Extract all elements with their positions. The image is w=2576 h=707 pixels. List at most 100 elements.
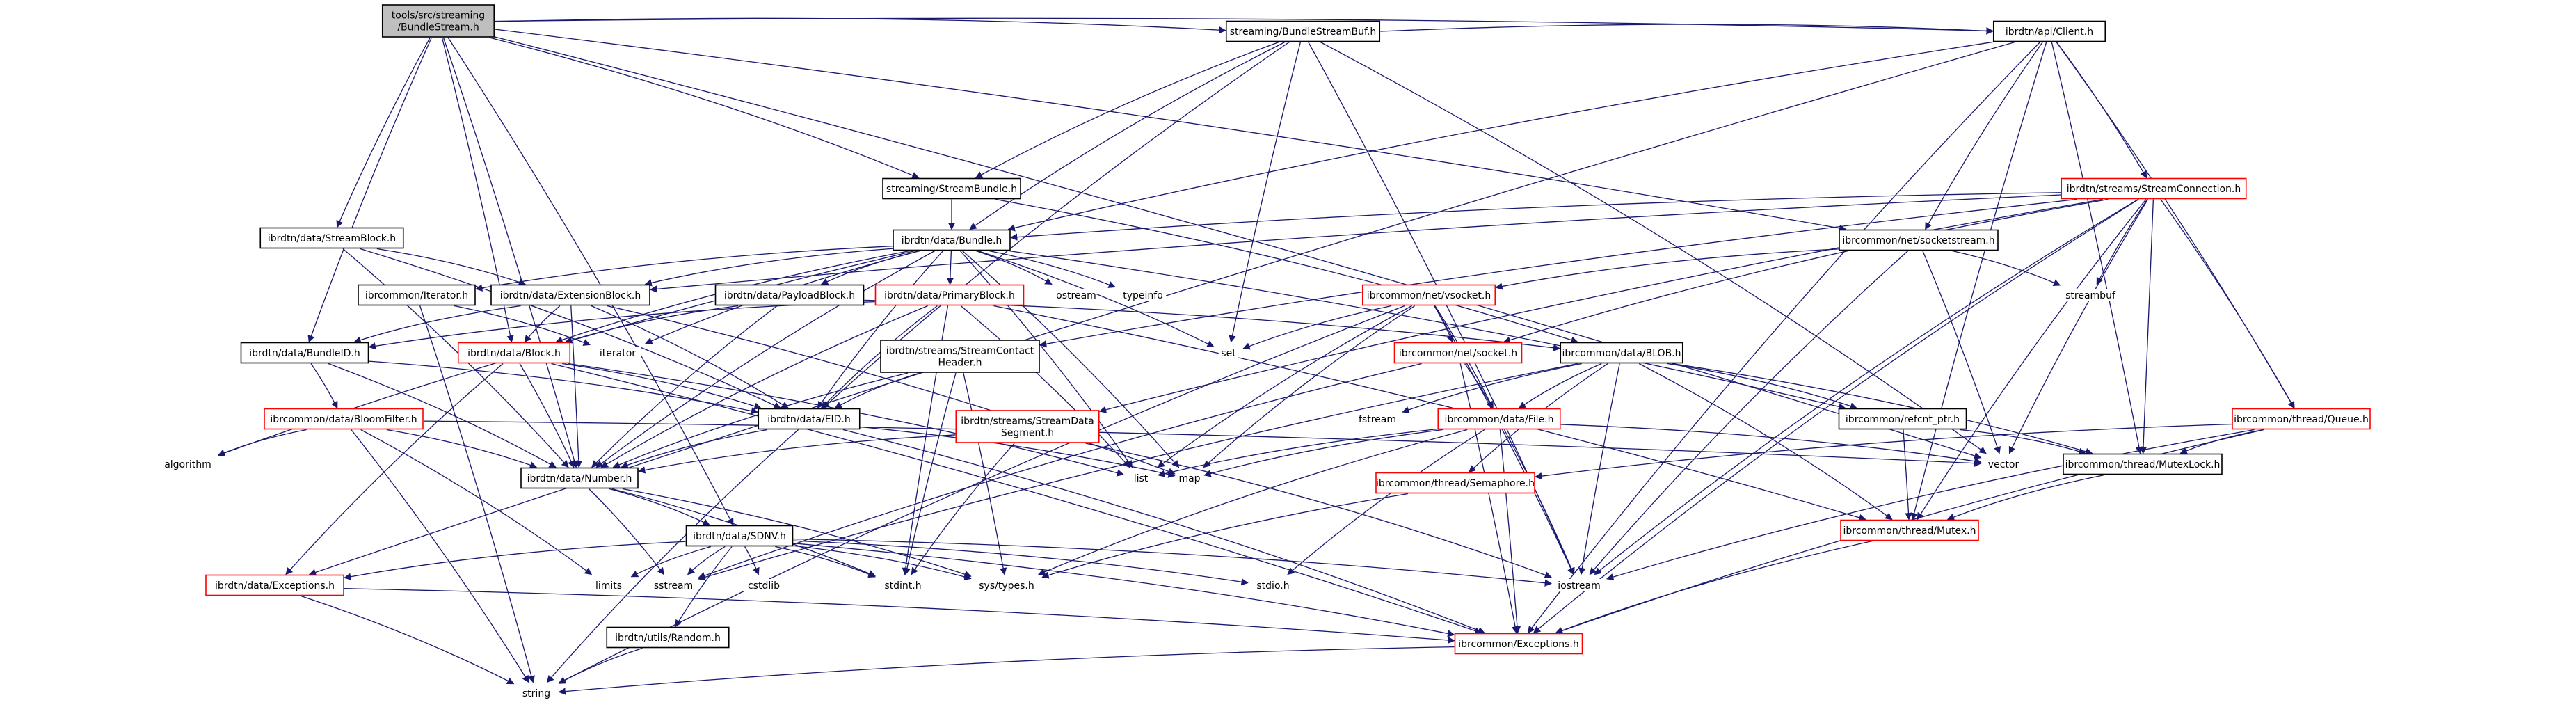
node-backdrop-map bbox=[1179, 472, 1200, 484]
edge-extblock-to-bundleid bbox=[353, 305, 521, 344]
node-label-bundleid: ibrdtn/data/BundleID.h bbox=[249, 348, 360, 359]
edge-queue-to-iostream bbox=[1606, 429, 2255, 581]
node-bloom[interactable]: ibrcommon/data/BloomFilter.h bbox=[264, 408, 424, 430]
edge-client-to-mutexlock bbox=[2051, 42, 2143, 454]
edge-blob-to-mutex bbox=[1638, 363, 1893, 521]
node-blob[interactable]: ibrcommon/data/BLOB.h bbox=[1560, 342, 1683, 364]
node-list: list bbox=[1128, 472, 1153, 484]
node-extblock[interactable]: ibrdtn/data/ExtensionBlock.h bbox=[490, 284, 650, 306]
node-bsbuf[interactable]: streaming/BundleStreamBuf.h bbox=[1225, 20, 1381, 42]
edge-segment-to-stdint bbox=[911, 443, 1015, 575]
node-limits: limits bbox=[591, 579, 627, 591]
node-block[interactable]: ibrdtn/data/Block.h bbox=[457, 342, 571, 364]
node-sdnv[interactable]: ibrdtn/data/SDNV.h bbox=[685, 525, 794, 547]
edge-blob-to-iostream bbox=[1578, 363, 1620, 575]
node-dtnexc[interactable]: ibrdtn/data/Exceptions.h bbox=[205, 574, 344, 596]
node-eid[interactable]: ibrdtn/data/EID.h bbox=[758, 408, 861, 430]
edge-contactheader-to-number bbox=[612, 372, 909, 468]
edge-mutex-to-comexc bbox=[1555, 540, 1873, 635]
edge-primary-to-eid bbox=[820, 305, 938, 409]
node-label-refcnt: ibrcommon/refcnt_ptr.h bbox=[1846, 414, 1960, 425]
edge-bsbuf-to-bundle bbox=[969, 41, 1286, 230]
edge-primary-to-mutex bbox=[993, 305, 1866, 521]
node-random[interactable]: ibrdtn/utils/Random.h bbox=[606, 626, 730, 649]
node-socket[interactable]: ibrcommon/net/socket.h bbox=[1393, 342, 1523, 364]
edge-bundle-to-extblock bbox=[644, 248, 893, 287]
node-iterator_h[interactable]: ibrcommon/Iterator.h bbox=[358, 284, 476, 306]
node-backdrop-sstream bbox=[653, 579, 694, 591]
node-file[interactable]: ibrcommon/data/File.h bbox=[1437, 408, 1561, 430]
edge-sconn-to-bundle bbox=[1009, 192, 2061, 241]
node-box-root bbox=[381, 4, 495, 38]
node-client[interactable]: ibrdtn/api/Client.h bbox=[1992, 20, 2106, 42]
node-sblock[interactable]: ibrdtn/data/StreamBlock.h bbox=[259, 227, 404, 249]
node-box-eid bbox=[758, 408, 861, 430]
node-sconn[interactable]: ibrdtn/streams/StreamConnection.h bbox=[2061, 177, 2247, 200]
node-vsocket[interactable]: ibrcommon/net/vsocket.h bbox=[1361, 284, 1496, 306]
node-sbundle[interactable]: streaming/StreamBundle.h bbox=[882, 177, 1021, 200]
edge-eid-to-map bbox=[860, 426, 1176, 478]
edge-extblock-to-eid bbox=[591, 305, 790, 409]
node-label-bloom: ibrcommon/data/BloomFilter.h bbox=[270, 414, 417, 425]
edge-contactheader-to-systypes bbox=[963, 372, 1007, 575]
edge-client-to-comexc bbox=[1527, 42, 2041, 634]
node-box-segment bbox=[955, 410, 1100, 443]
node-bundleid[interactable]: ibrdtn/data/BundleID.h bbox=[240, 342, 369, 364]
edge-bloom-to-limits bbox=[360, 429, 593, 575]
node-semaphore[interactable]: ibrcommon/thread/Semaphore.h bbox=[1375, 472, 1535, 494]
node-label-comexc: ibrcommon/Exceptions.h bbox=[1458, 639, 1578, 650]
edge-file-to-map bbox=[1203, 429, 1443, 477]
node-queue[interactable]: ibrcommon/thread/Queue.h bbox=[2232, 408, 2371, 430]
node-layer: tools/src/streaming/BundleStream.h stream… bbox=[162, 4, 2371, 699]
edge-vsocket-to-map bbox=[1203, 305, 1416, 468]
node-mutexlock[interactable]: ibrcommon/thread/MutexLock.h bbox=[2063, 453, 2223, 475]
node-box-bloom bbox=[264, 408, 424, 430]
node-label-vsocket: ibrcommon/net/vsocket.h bbox=[1367, 290, 1491, 301]
edge-sconn-to-extblock bbox=[649, 194, 2061, 293]
edge-sconn-to-mutexlock bbox=[2139, 199, 2154, 454]
edge-eid-to-comexc bbox=[842, 429, 1486, 634]
node-primary[interactable]: ibrdtn/data/PrimaryBlock.h bbox=[874, 284, 1025, 306]
node-label-dtnexc: ibrdtn/data/Exceptions.h bbox=[215, 580, 335, 591]
node-socketstream[interactable]: ibrcommon/net/socketstream.h bbox=[1839, 229, 1999, 251]
edge-socketstream-to-vector bbox=[1922, 251, 2001, 454]
edge-sconn-to-segment bbox=[1098, 198, 2103, 413]
edge-bloom-to-number bbox=[386, 429, 538, 469]
node-box-refcnt bbox=[1838, 408, 1967, 430]
edge-number-to-systypes bbox=[622, 488, 972, 578]
node-comexc[interactable]: ibrcommon/Exceptions.h bbox=[1454, 633, 1583, 655]
edge-contactheader-to-eid bbox=[834, 372, 920, 409]
node-payload[interactable]: ibrdtn/data/PayloadBlock.h bbox=[714, 284, 865, 306]
edge-dtnexc-to-comexc bbox=[344, 588, 1455, 644]
node-number[interactable]: ibrdtn/data/Number.h bbox=[520, 467, 639, 489]
edge-refcnt-to-mutexlock bbox=[1960, 429, 2086, 455]
edge-blob-to-mutexlock bbox=[1672, 363, 2093, 455]
node-systypes: sys/types.h bbox=[975, 579, 1038, 591]
node-root[interactable]: tools/src/streaming/BundleStream.h bbox=[381, 4, 495, 38]
edge-root-to-bundleid bbox=[307, 37, 432, 343]
node-mutex[interactable]: ibrcommon/thread/Mutex.h bbox=[1840, 519, 1979, 541]
edge-bloom-to-algorithm bbox=[217, 429, 307, 456]
edge-sconn-to-queue bbox=[2160, 199, 2295, 409]
node-label-segment-line1: Segment.h bbox=[1001, 428, 1054, 439]
node-label-vector: vector bbox=[1988, 459, 2019, 470]
edge-primary-to-number bbox=[600, 305, 928, 468]
node-label-iterator_h: ibrcommon/Iterator.h bbox=[365, 290, 468, 301]
edge-iterator_h-to-string bbox=[419, 305, 535, 683]
edge-sblock-to-eid bbox=[360, 248, 782, 409]
edge-sconn-to-vector bbox=[2008, 199, 2149, 454]
edge-number-to-sdnv bbox=[609, 488, 710, 526]
edge-bundle-to-number bbox=[595, 250, 936, 468]
node-bundle[interactable]: ibrdtn/data/Bundle.h bbox=[893, 229, 1011, 251]
node-box-primary bbox=[874, 284, 1025, 306]
edge-sdnv-to-limits bbox=[630, 546, 712, 578]
edge-bsbuf-to-set bbox=[1229, 42, 1302, 343]
node-label-number: ibrdtn/data/Number.h bbox=[527, 473, 632, 484]
edge-file-to-stdio bbox=[1287, 429, 1485, 575]
node-label-mutex: ibrcommon/thread/Mutex.h bbox=[1843, 525, 1976, 537]
node-refcnt[interactable]: ibrcommon/refcnt_ptr.h bbox=[1838, 408, 1967, 430]
node-label-primary: ibrdtn/data/PrimaryBlock.h bbox=[884, 290, 1015, 301]
